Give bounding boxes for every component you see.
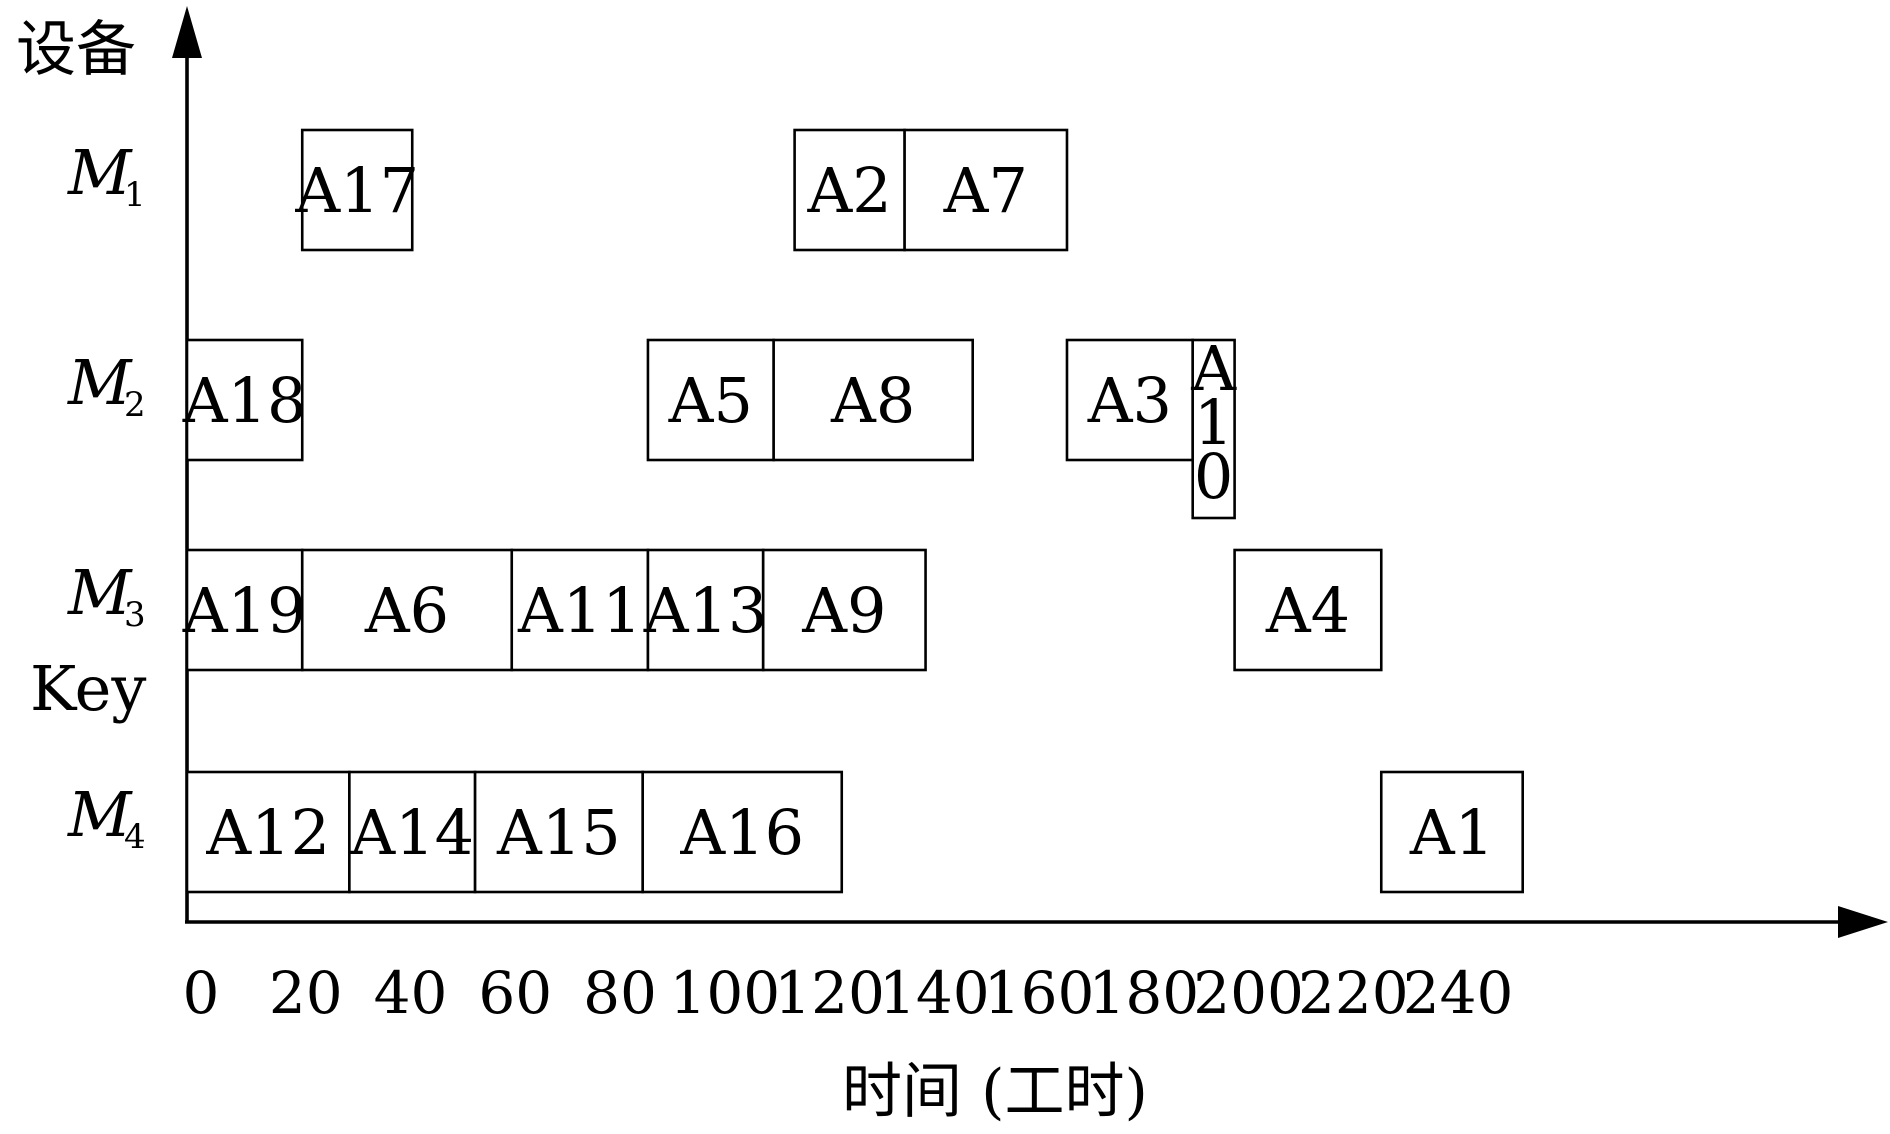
- task-label: A17: [294, 154, 419, 227]
- y-axis-title: 设备: [16, 15, 136, 85]
- x-axis-arrow-icon: [1838, 906, 1888, 938]
- task-label: A19: [182, 574, 307, 647]
- task-box: [185, 548, 304, 672]
- task-label: A18: [182, 364, 307, 437]
- task-bar-a16: A16: [641, 770, 844, 894]
- machine-subscript: 4: [124, 817, 146, 857]
- task-label: A9: [801, 574, 886, 647]
- task-label: A16: [679, 796, 804, 869]
- task-box: [761, 548, 927, 672]
- task-bar-a9: A9: [761, 548, 927, 672]
- task-label: A8: [830, 364, 915, 437]
- task-label-line: 1: [1194, 386, 1233, 459]
- x-tick-label: 240: [1403, 959, 1514, 1027]
- task-bar-a6: A6: [300, 548, 514, 672]
- task-label: A7: [943, 154, 1028, 227]
- x-tick-label: 80: [583, 959, 657, 1027]
- task-label: A15: [496, 796, 621, 869]
- task-bar-a12: A12: [185, 770, 351, 894]
- task-bar-a18: A18: [182, 338, 307, 462]
- machine-letter: M: [67, 346, 133, 419]
- task-label: A13: [643, 574, 768, 647]
- x-tick-label: 40: [374, 959, 448, 1027]
- task-box: [646, 548, 765, 672]
- machine-label-m1: M1: [67, 136, 146, 215]
- task-label: A14: [349, 796, 474, 869]
- task-label: A6: [364, 574, 449, 647]
- x-tick-label: 100: [669, 959, 780, 1027]
- task-bar-a11: A11: [510, 548, 650, 672]
- machine-label-m2: M2: [67, 346, 146, 425]
- task-bar-a13: A13: [643, 548, 768, 672]
- x-tick-label: 160: [984, 959, 1095, 1027]
- task-label: A3: [1087, 364, 1172, 437]
- machine-label-m4: M4: [67, 778, 146, 857]
- x-tick-label: 200: [1193, 959, 1304, 1027]
- task-bar-a1: A1: [1379, 770, 1524, 894]
- task-box: [185, 770, 351, 894]
- task-bar-a17: A17: [294, 128, 419, 252]
- task-label: A12: [205, 796, 330, 869]
- machine-letter: M: [67, 556, 133, 629]
- machine-subscript: 3: [124, 595, 146, 635]
- task-bar-a2: A2: [793, 128, 906, 252]
- task-box: [348, 770, 477, 894]
- task-bar-a4: A4: [1233, 548, 1383, 672]
- x-tick-label: 0: [183, 959, 220, 1027]
- x-tick-label: 60: [478, 959, 552, 1027]
- task-label-line: 0: [1194, 440, 1233, 513]
- task-bar-a10: A10: [1190, 332, 1237, 520]
- machine-letter: M: [67, 136, 133, 209]
- task-label: A1: [1409, 796, 1494, 869]
- side-note-key: Key: [30, 652, 146, 725]
- task-box: [300, 128, 414, 252]
- task-box: [300, 548, 514, 672]
- task-box: [793, 128, 906, 252]
- task-bar-a7: A7: [903, 128, 1069, 252]
- machine-subscript: 1: [124, 175, 146, 215]
- x-tick-label: 140: [879, 959, 990, 1027]
- task-box: [641, 770, 844, 894]
- task-bar-a5: A5: [646, 338, 775, 462]
- task-box: [185, 338, 304, 462]
- task-label-line: A: [1190, 332, 1237, 405]
- x-tick-label: 220: [1298, 959, 1409, 1027]
- machine-letter: M: [67, 778, 133, 851]
- task-box: [903, 128, 1069, 252]
- task-label: A5: [668, 364, 753, 437]
- x-tick-label: 120: [774, 959, 885, 1027]
- x-tick-label: 180: [1088, 959, 1199, 1027]
- task-label: A4: [1265, 574, 1350, 647]
- x-tick-label: 20: [269, 959, 343, 1027]
- task-bar-a3: A3: [1065, 338, 1194, 462]
- task-bar-a8: A8: [772, 338, 975, 462]
- task-bar-a14: A14: [348, 770, 477, 894]
- task-box: [1233, 548, 1383, 672]
- task-box: [772, 338, 975, 462]
- task-label: A2: [806, 154, 891, 227]
- x-axis-title: 时间 (工时): [842, 1057, 1148, 1127]
- task-box: [510, 548, 650, 672]
- task-box: [473, 770, 645, 894]
- machine-label-m3: M3: [67, 556, 146, 635]
- y-axis-arrow-icon: [172, 6, 202, 58]
- task-label: A11: [517, 574, 642, 647]
- task-bar-a19: A19: [182, 548, 307, 672]
- task-bar-a15: A15: [473, 770, 645, 894]
- task-box: [1379, 770, 1524, 894]
- machine-subscript: 2: [124, 385, 146, 425]
- task-box: [1191, 338, 1236, 520]
